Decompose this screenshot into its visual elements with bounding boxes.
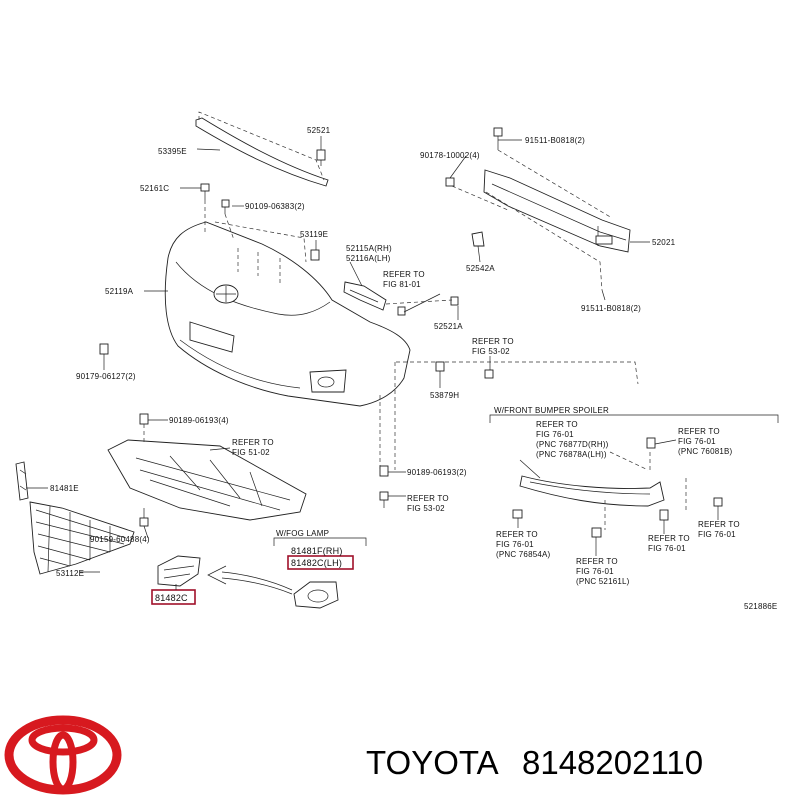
label-90109: 90109-06383(2): [245, 202, 305, 211]
label-ref5102-2: FIG 51-02: [232, 448, 270, 457]
label-ref5302a-1: REFER TO: [472, 337, 514, 346]
label-52119a: 52119A: [105, 287, 134, 296]
bumper-cover-52119a: [164, 221, 411, 407]
fog-bracket-81481e: [15, 461, 29, 501]
callout-labels: 53395E 52521 52161C 90109-06383(2) 53119…: [50, 126, 777, 611]
clip-90179: [99, 343, 109, 355]
clip-76854a: [512, 509, 523, 519]
label-81481e: 81481E: [50, 484, 79, 493]
label-ref7601c-1: REFER TO: [496, 530, 538, 539]
retainer-strip-53395e: [195, 111, 329, 187]
label-90159: 90159-60488(4): [90, 535, 150, 544]
clip-90189-a: [139, 413, 149, 425]
label-ref7601a-4: (PNC 76878A(LH)): [536, 450, 607, 459]
screw-5302-a: [484, 369, 494, 379]
label-ref7601a-1: REFER TO: [536, 420, 578, 429]
screw-7601-f: [713, 497, 723, 507]
leader-lines: [26, 136, 719, 590]
bolt-52161c: [200, 183, 210, 200]
label-52521a: 52521A: [434, 322, 463, 331]
label-ref7601d-3: (PNC 52161L): [576, 577, 630, 586]
fog-lamp-cover-81481f: [293, 581, 339, 609]
bolt-91511-top: [493, 127, 503, 150]
label-52115a: 52115A(RH): [346, 244, 392, 253]
clip-7601-e: [659, 509, 669, 521]
label-ref7601e-1: REFER TO: [648, 534, 690, 543]
label-52116a: 52116A(LH): [346, 254, 391, 263]
screw-90109: [221, 199, 230, 214]
label-53395e: 53395E: [158, 147, 187, 156]
label-52161c: 52161C: [140, 184, 169, 193]
label-ref5302a-2: FIG 53-02: [472, 347, 510, 356]
label-ref7601f-1: REFER TO: [698, 520, 740, 529]
label-spoiler-caption: W/FRONT BUMPER SPOILER: [494, 406, 609, 415]
label-ref7601e-2: FIG 76-01: [648, 544, 686, 553]
label-ref7601b-2: FIG 76-01: [678, 437, 716, 446]
logo-stem: [49, 731, 77, 793]
lower-grille-53112e: [29, 501, 135, 575]
label-53112e: 53112E: [56, 569, 84, 578]
label-90178: 90178-10002(4): [420, 151, 480, 160]
clip-53879h: [435, 361, 445, 372]
label-ref7601b-1: REFER TO: [678, 427, 720, 436]
label-ref7601c-3: (PNC 76854A): [496, 550, 551, 559]
label-ref7601d-2: FIG 76-01: [576, 567, 614, 576]
front-spoiler: [519, 475, 665, 507]
label-ref8101-1: REFER TO: [383, 270, 425, 279]
clip-90189-b: [379, 465, 389, 477]
label-fog-lamp-caption: W/FOG LAMP: [276, 529, 329, 538]
label-91511-bottom: 91511-B0818(2): [581, 304, 641, 313]
label-ref5302b-1: REFER TO: [407, 494, 449, 503]
screw-90159: [139, 508, 149, 527]
label-81482c-lh: 81482C(LH): [291, 558, 342, 568]
highlight-81482c-lh: [287, 555, 354, 570]
label-53879h: 53879H: [430, 391, 459, 400]
clip-53119e: [310, 249, 320, 261]
label-ref7601d-1: REFER TO: [576, 557, 618, 566]
label-53119e: 53119E: [300, 230, 328, 239]
engine-under-cover: [107, 439, 307, 521]
clip-52521: [316, 149, 326, 166]
label-diagram-code: 521886E: [744, 602, 777, 611]
label-90179: 90179-06127(2): [76, 372, 136, 381]
label-81481f: 81481F(RH): [291, 546, 343, 556]
label-ref7601a-3: (PNC 76877D(RH)): [536, 440, 609, 449]
clip-76081b: [646, 437, 656, 449]
fog-lamp-bracket-line: [273, 537, 367, 546]
label-ref7601a-2: FIG 76-01: [536, 430, 574, 439]
label-81482c: 81482C: [155, 593, 188, 603]
label-90189a: 90189-06193(4): [169, 416, 229, 425]
label-ref7601b-3: (PNC 76081B): [678, 447, 733, 456]
label-ref8101-2: FIG 81-01: [383, 280, 421, 289]
reinforcement-52021: [483, 169, 631, 253]
label-ref7601f-2: FIG 76-01: [698, 530, 736, 539]
label-90189b: 90189-06193(2): [407, 468, 467, 477]
fog-lamp-cover-81482c: [157, 555, 201, 587]
highlight-81482c: [151, 589, 196, 605]
label-52542a: 52542A: [466, 264, 495, 273]
part-number: 8148202110: [522, 744, 703, 781]
label-ref5302b-2: FIG 53-02: [407, 504, 445, 513]
label-52021: 52021: [652, 238, 676, 247]
label-52521: 52521: [307, 126, 331, 135]
logo-inner-ring: [28, 724, 98, 756]
spoiler-bracket-line: [489, 414, 779, 423]
label-91511-top: 91511-B0818(2): [525, 136, 585, 145]
direction-arrow: [207, 565, 293, 595]
label-ref7601c-2: FIG 76-01: [496, 540, 534, 549]
brand-name: TOYOTA: [366, 744, 499, 781]
bumper-bracket-52115a: [343, 281, 387, 311]
bolt-90178: [445, 177, 455, 187]
toyota-logo-icon: [4, 715, 122, 795]
bracket-52542a: [471, 231, 485, 247]
clip-52161l: [591, 527, 602, 538]
screw-5302-b: [379, 491, 389, 508]
label-ref5102-1: REFER TO: [232, 438, 274, 447]
bolt-52521a: [397, 296, 459, 316]
